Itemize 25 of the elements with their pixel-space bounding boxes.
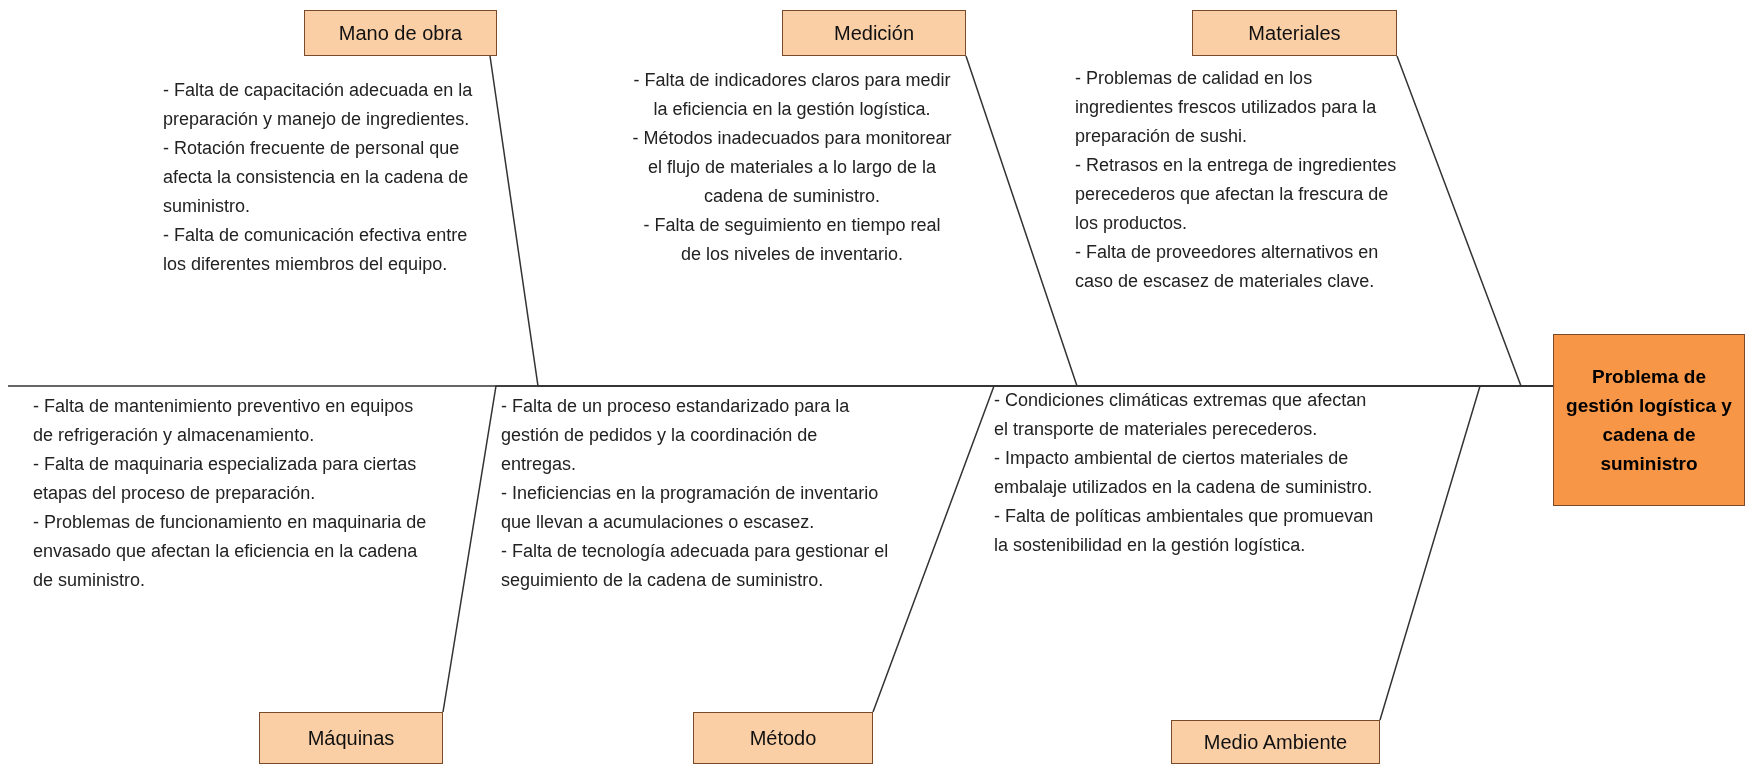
problem-box: Problema de gestión logística y cadena de suministro xyxy=(1553,334,1745,506)
cause-text: - Falta de seguimiento en tiempo real de los niveles de inventario. xyxy=(642,214,942,266)
cause-text: - Falta de mantenimiento preventivo en equipos de refrigeración y almacenamiento. xyxy=(33,395,415,447)
cause-text: - Problemas de calidad en los ingredientes frescos utilizados para la preparación de sushi. xyxy=(1075,67,1378,148)
cause-text: - Ineficiencias en la programación de inventario que llevan a acumulaciones o escasez. xyxy=(501,482,880,534)
category-box: Mano de obra xyxy=(304,10,497,56)
category-box: Máquinas xyxy=(259,712,443,764)
category-box: Medio Ambiente xyxy=(1171,720,1380,764)
cause-text: - Falta de comunicación efectiva entre los diferentes miembros del equipo. xyxy=(163,224,469,276)
cause-text: - Condiciones climáticas extremas que afectan el transporte de materiales perecederos. xyxy=(994,389,1368,441)
category-box: Medición xyxy=(782,10,966,56)
cause-text: - Falta de políticas ambientales que promuevan la sostenibilidad en la gestión logística. xyxy=(994,505,1375,557)
cause-text: - Impacto ambiental de ciertos materiales de embalaje utilizados en la cadena de suministro. xyxy=(994,447,1374,499)
category-box: Método xyxy=(693,712,873,764)
cause-text: - Falta de maquinaria especializada para ciertas etapas del proceso de preparación. xyxy=(33,453,418,505)
cause-text: - Retrasos en la entrega de ingredientes perecederos que afectan la frescura de los productos. xyxy=(1075,154,1398,235)
cause-text: - Falta de proveedores alternativos en caso de escasez de materiales clave. xyxy=(1075,241,1380,293)
cause-text: - Falta de indicadores claros para medir la eficiencia en la gestión logística. xyxy=(632,69,952,121)
cause-text: - Problemas de funcionamiento en maquinaria de envasado que afectan la eficiencia en la cadena de suministro. xyxy=(33,511,428,592)
category-box: Materiales xyxy=(1192,10,1397,56)
cause-text: - Métodos inadecuados para monitorear el flujo de materiales a lo largo de la cadena de suministro. xyxy=(632,127,952,208)
cause-text: - Rotación frecuente de personal que afecta la consistencia en la cadena de suministro. xyxy=(163,137,470,218)
cause-text: - Falta de capacitación adecuada en la preparación y manejo de ingredientes. xyxy=(163,79,474,131)
cause-text: - Falta de tecnología adecuada para gestionar el seguimiento de la cadena de suministro. xyxy=(501,540,890,592)
cause-text: - Falta de un proceso estandarizado para la gestión de pedidos y la coordinación de entregas. xyxy=(501,395,851,476)
